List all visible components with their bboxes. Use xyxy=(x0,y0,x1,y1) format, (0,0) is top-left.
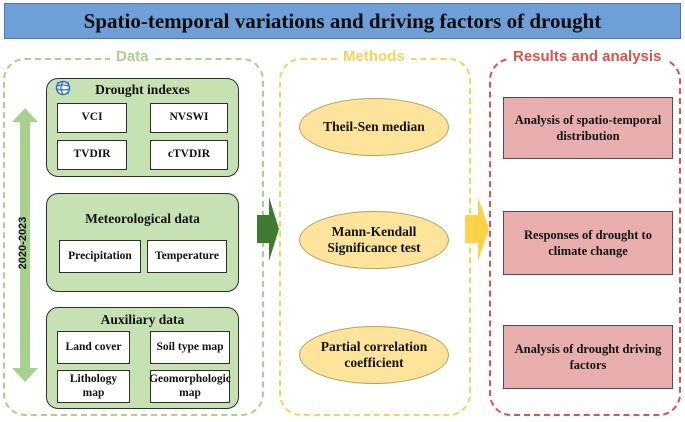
methods-section-title: Methods xyxy=(337,48,411,65)
met-precipitation: Precipitation xyxy=(59,240,141,273)
auxiliary-group: Auxiliary data Land cover Soil type map … xyxy=(46,307,239,409)
right-arrow-icon xyxy=(465,197,489,261)
drought-indexes-title: Drought indexes xyxy=(95,82,190,97)
aux-lithology-map: Lithology map xyxy=(57,370,130,403)
title-bar: Spatio-temporal variations and driving f… xyxy=(4,3,681,39)
aux-soil-type-map: Soil type map xyxy=(150,331,230,364)
meteorological-group: Meteorological data Precipitation Temper… xyxy=(46,193,239,292)
aux-land-cover: Land cover xyxy=(57,331,130,364)
index-vci: VCI xyxy=(57,103,127,133)
index-tvdir: TVDIR xyxy=(57,140,127,170)
drought-indexes-group: Drought indexes VCI NVSWI TVDIR cTVDIR xyxy=(46,78,239,177)
result-climate-responses: Responses of drought to climate change xyxy=(503,211,673,275)
result-spatio-temporal: Analysis of spatio-temporal distribution xyxy=(503,97,673,159)
result-driving-factors: Analysis of drought driving factors xyxy=(503,325,673,389)
page-title: Spatio-temporal variations and driving f… xyxy=(83,8,602,33)
data-section-title: Data xyxy=(110,48,155,65)
right-arrow-icon xyxy=(257,197,279,261)
results-section-title: Results and analysis xyxy=(507,48,668,65)
globe-icon xyxy=(55,80,71,96)
timeline-label: 2020-2023 xyxy=(17,206,33,280)
method-mann-kendall: Mann-Kendall Significance test xyxy=(299,211,449,269)
method-partial-correlation: Partial correlation coefficient xyxy=(299,326,449,384)
method-theil-sen: Theil-Sen median xyxy=(299,98,449,156)
meteorological-title: Meteorological data xyxy=(85,211,200,226)
timeline-text: 2020-2023 xyxy=(17,216,29,270)
index-ctvdir: cTVDIR xyxy=(150,140,228,170)
met-temperature: Temperature xyxy=(147,240,227,273)
double-arrow-icon xyxy=(12,108,38,382)
index-nvswi: NVSWI xyxy=(150,103,228,133)
aux-geomorphologic-map: Geomorphologic map xyxy=(149,370,231,403)
auxiliary-title: Auxiliary data xyxy=(100,312,185,327)
